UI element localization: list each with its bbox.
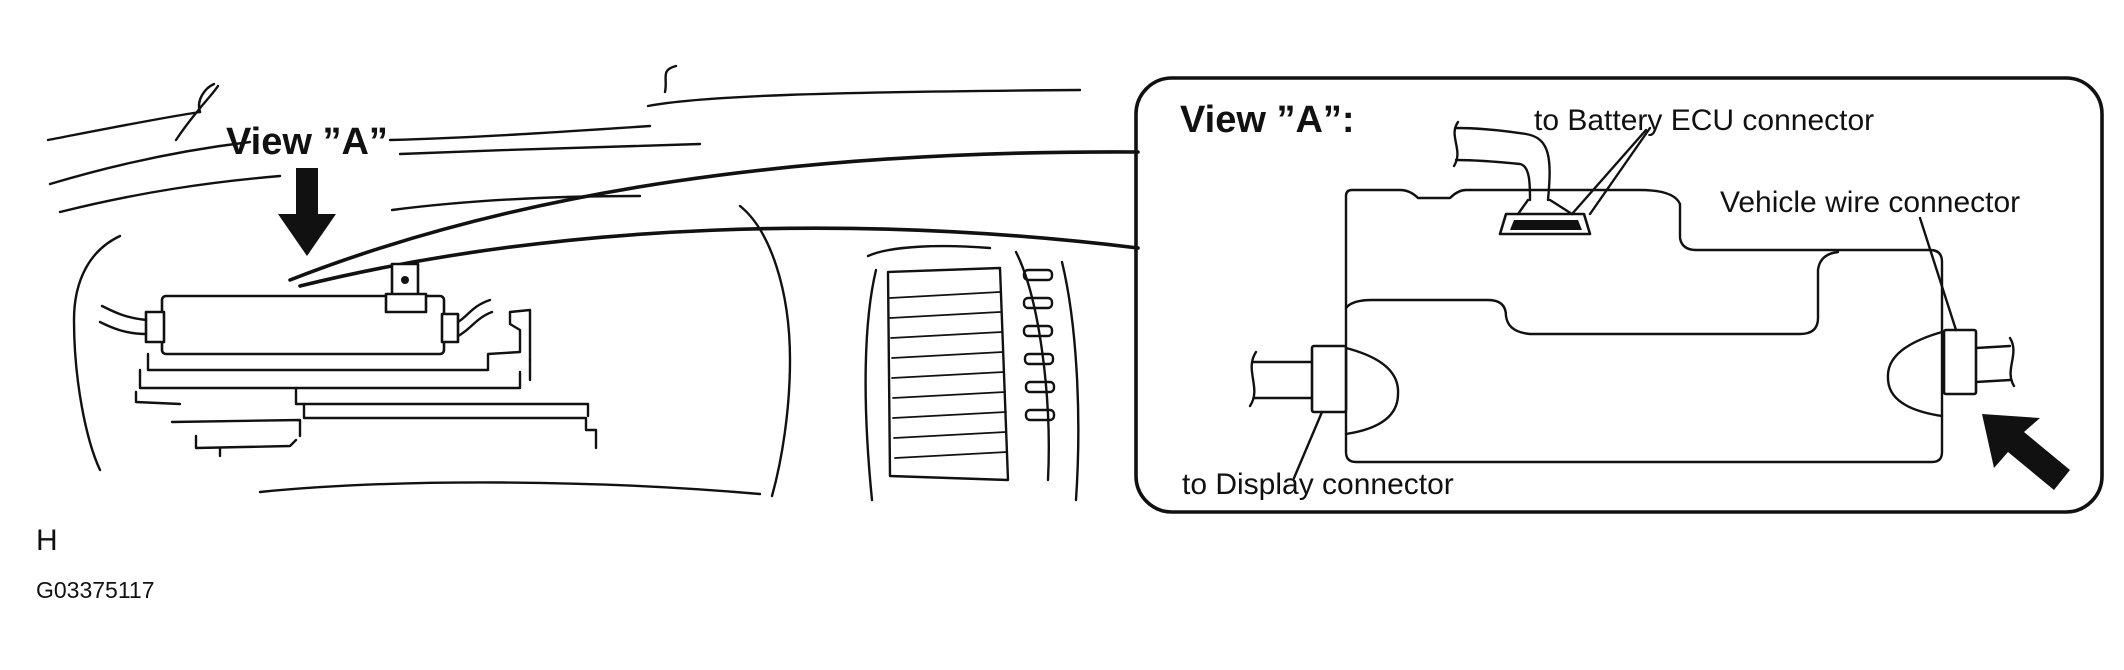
dash-sweep-line <box>663 64 678 94</box>
battery-ecu-connector-neck <box>1516 198 1530 216</box>
battery-ecu-harness <box>1454 126 1551 202</box>
detail-panel: View ”A”: to Battery ECU <box>1134 76 2104 514</box>
dash-outline <box>738 204 792 498</box>
harness-cut-mark <box>1248 350 1258 408</box>
dash-sweep-line <box>388 124 652 142</box>
dash-sweep-line <box>48 140 252 186</box>
harness-cut-mark <box>2008 336 2016 388</box>
leader-battery-ecu <box>1588 126 1652 216</box>
dash-outline <box>258 481 762 496</box>
detail-view-label: View ”A”: <box>1180 99 1355 141</box>
leader-battery-ecu <box>1570 128 1648 216</box>
lower-bracket <box>170 418 302 438</box>
left-socket-arc <box>1344 346 1400 436</box>
overview-view-label: View ”A” <box>226 121 388 163</box>
right-socket-arc <box>1886 330 1944 418</box>
center-vent-outline <box>1060 260 1080 502</box>
vent-frame <box>886 266 1010 482</box>
unit-housing <box>1344 188 1944 464</box>
detail-frame <box>1134 76 2104 514</box>
center-vent-outline <box>866 244 992 258</box>
dash-sweep-line <box>298 226 1140 288</box>
hazard-switch-column <box>1022 268 1056 422</box>
dash-sweep-line <box>174 84 220 142</box>
center-vent-outline <box>864 268 878 502</box>
lower-bracket <box>294 386 590 418</box>
center-vent-outline <box>1014 250 1050 482</box>
amplifier-bracket-tab <box>384 292 428 314</box>
dash-sweep-line <box>46 110 202 142</box>
amplifier-end-cap-right <box>440 312 460 344</box>
callout-vehicle-wire-connector: Vehicle wire connector <box>1720 186 2020 219</box>
wire-right <box>456 298 492 324</box>
figure-code: G03375117 <box>36 577 155 603</box>
diagonal-arrow-icon <box>1982 414 2070 490</box>
display-connector <box>1310 344 1348 414</box>
dash-sweep-line <box>398 142 702 156</box>
dash-sweep-line <box>646 88 1082 108</box>
vent-slats <box>889 291 1008 459</box>
lower-bracket <box>194 434 298 450</box>
wire-left <box>100 304 148 322</box>
bracket-hole <box>401 276 409 284</box>
wire-right <box>456 310 494 338</box>
dash-outline <box>72 234 122 472</box>
leader-display <box>1292 410 1324 480</box>
battery-ecu-connector-neck <box>1548 198 1574 216</box>
wire-left <box>98 320 148 336</box>
battery-ecu-harness <box>1454 158 1532 202</box>
battery-ecu-connector-latch <box>1510 220 1582 230</box>
harness-cut-mark <box>1452 120 1460 168</box>
dash-sweep-line <box>288 150 1140 282</box>
unit-inner-panel <box>1344 250 1840 336</box>
amplifier-end-cap-left <box>144 310 166 344</box>
lower-bracket <box>302 402 598 450</box>
vehicle-wire-connector <box>1942 328 1978 396</box>
lower-bracket <box>134 390 182 406</box>
callout-display-connector: to Display connector <box>1182 468 1454 501</box>
down-arrow-icon <box>278 168 336 256</box>
dash-sweep-line <box>390 194 642 212</box>
dash-sweep-line <box>58 174 282 214</box>
vehicle-wire-harness <box>1974 378 2012 384</box>
section-letter: H <box>36 524 58 557</box>
callout-battery-ecu-connector: to Battery ECU connector <box>1534 104 1874 137</box>
leader-vehicle-wire <box>1918 216 1958 332</box>
vehicle-wire-harness <box>1974 344 2012 350</box>
mounting-rail <box>146 308 532 372</box>
mounting-rail <box>138 368 522 390</box>
overview-illustration: View ”A” <box>46 64 1140 502</box>
